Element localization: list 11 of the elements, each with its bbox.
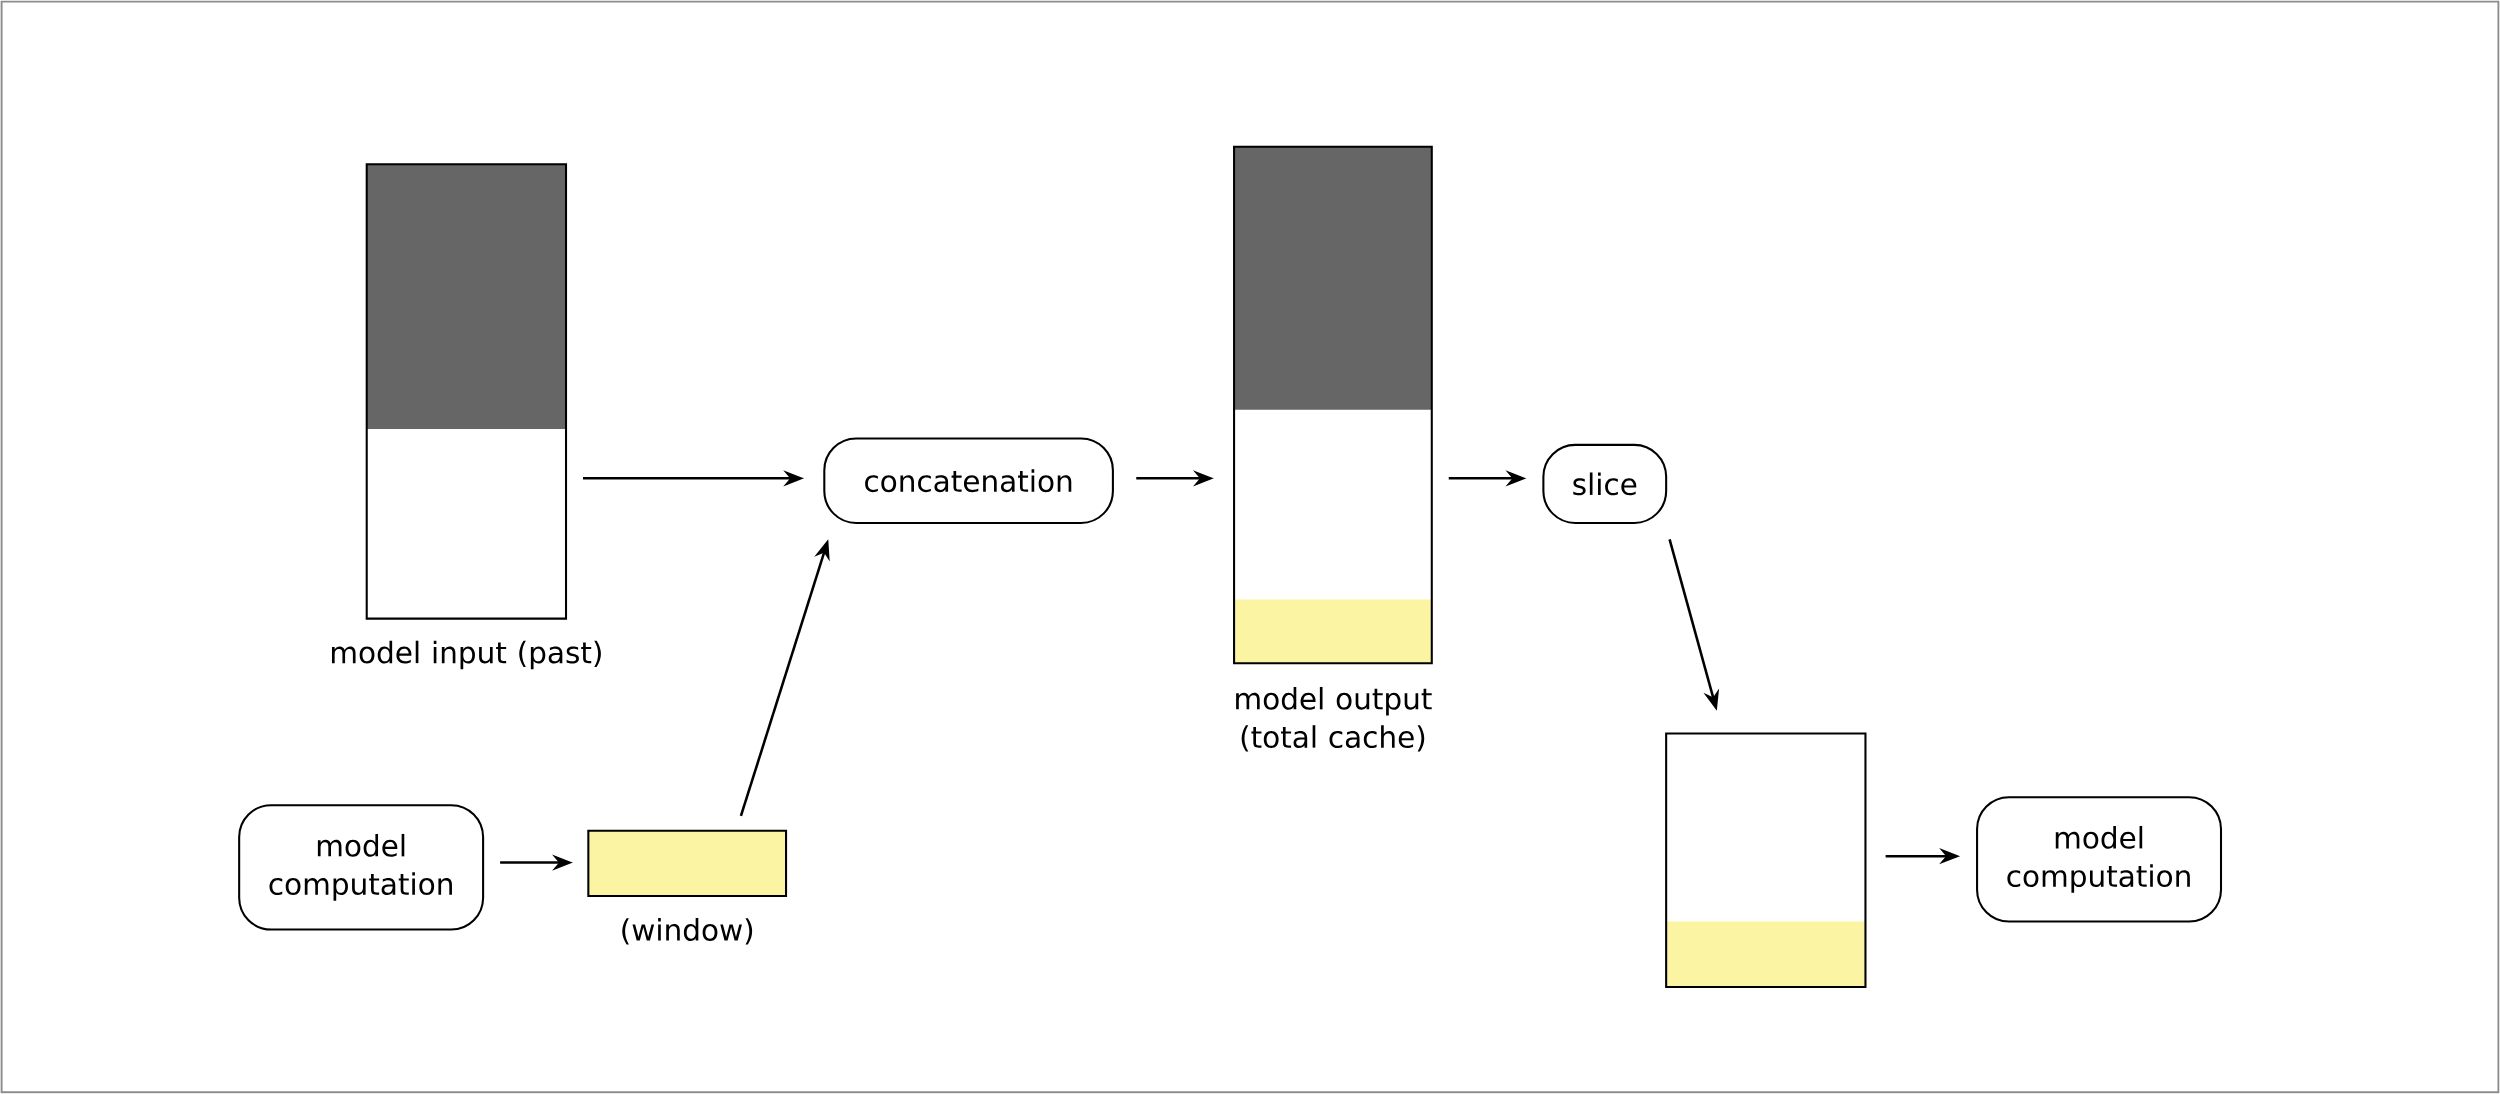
- node-label: (window): [622, 918, 753, 945]
- rounded-box: model computation: [238, 804, 485, 931]
- stack-bar: [1665, 732, 1867, 989]
- node-label: model input (past): [331, 640, 601, 670]
- stack-bar: model output (total cache): [1233, 145, 1433, 752]
- rounded-box: slice: [1542, 443, 1668, 525]
- rounded-box: concatenation: [823, 437, 1114, 525]
- stack-bar: (window): [587, 829, 788, 945]
- stack-bar: model input (past): [332, 163, 601, 670]
- rounded-box: model computation: [1976, 796, 2223, 923]
- node-label: model output (total cache): [1236, 687, 1432, 752]
